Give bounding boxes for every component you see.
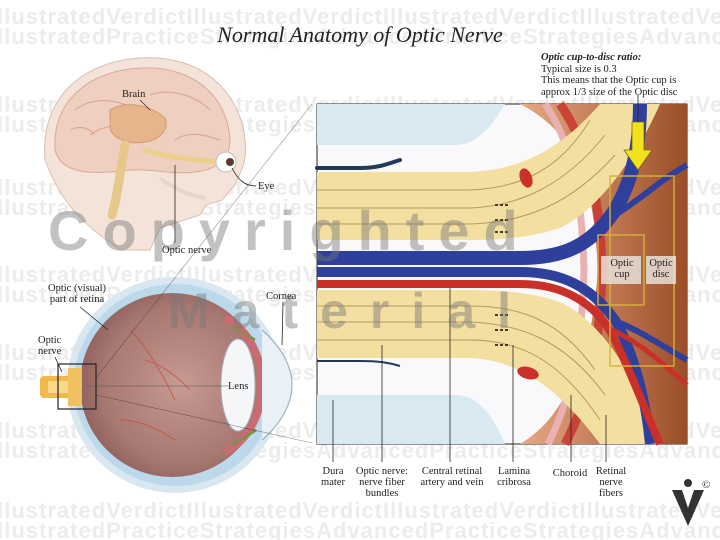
label-cornea: Cornea [266, 291, 297, 302]
material-watermark: Material [168, 283, 533, 339]
note-line: approx 1/3 size of the Optic disc [541, 86, 678, 98]
label-optic-nerve-eye: Optic nerve [38, 335, 61, 357]
label-choroid: Choroid [552, 468, 588, 479]
page-title: Normal Anatomy of Optic Nerve [217, 22, 503, 47]
label-nerve-fiber-bundles: Optic nerve: nerve fiber bundles [350, 466, 414, 499]
label-lamina-cribrosa: Lamina cribrosa [492, 466, 536, 488]
label-line: Central retinal [421, 466, 483, 477]
label-line: Lamina [497, 466, 531, 477]
note-line: This means that the Optic cup is [541, 75, 677, 86]
label-line: Optic [649, 258, 673, 269]
cup-disc-ratio-note: Optic cup-to-disc ratio: Typical size is… [541, 52, 677, 98]
label-retinal-nerve-fibers: Retinal nerve fibers [590, 466, 632, 499]
label-central-retinal-artery-vein: Central retinal artery and vein [414, 466, 490, 488]
label-line: Optic (visual) [48, 283, 107, 294]
label-brain: Brain [122, 89, 146, 100]
label-line: disc [652, 269, 670, 280]
label-line: artery and vein [420, 477, 484, 488]
note-line: Typical size is 0.3 [541, 63, 617, 75]
eyeball-cross-section [40, 103, 313, 493]
label-line: Retinal [595, 466, 627, 477]
optic-nerve-panel [315, 95, 689, 462]
brand-logo-icon [672, 479, 704, 526]
watermark-row: IllustratedPracticeStrategiesAdvancedPra… [0, 518, 720, 540]
label-lens: Lens [228, 381, 249, 392]
copyright-symbol: © [702, 479, 711, 491]
watermark-row: IllustratedVerdictIllustratedVerdictIllu… [0, 498, 720, 523]
label-line: nerve [599, 477, 623, 488]
head-illustration [44, 57, 257, 251]
label-line: nerve [38, 346, 62, 357]
label-optic-retina: Optic (visual) part of retina [48, 283, 106, 305]
label-dura-mater: Dura mater [316, 466, 350, 488]
note-heading: Optic cup-to-disc ratio: [541, 52, 642, 63]
label-line: Optic [610, 258, 634, 269]
copyright-watermark: Copyrighted [48, 199, 532, 262]
label-line: Dura [322, 466, 344, 477]
label-line: nerve fiber [359, 477, 405, 488]
label-line: Optic nerve: [355, 466, 409, 477]
label-line: cup [614, 269, 630, 280]
watermark-row: IllustratedVerdictIllustratedVerdictIllu… [0, 4, 720, 29]
label-line: cribrosa [497, 477, 531, 488]
label-optic-nerve-head: Optic nerve [162, 245, 212, 256]
label-line: Optic [38, 335, 62, 346]
label-optic-cup: Optic cup [604, 258, 640, 280]
label-line: fibers [599, 488, 623, 499]
label-eye: Eye [258, 181, 275, 192]
label-line: part of retina [49, 294, 105, 305]
label-line: bundles [365, 488, 399, 499]
label-optic-disc: Optic disc [646, 258, 676, 280]
label-line: mater [321, 477, 345, 488]
watermark-row: IllustratedPracticeStrategiesAdvancedPra… [0, 24, 720, 49]
